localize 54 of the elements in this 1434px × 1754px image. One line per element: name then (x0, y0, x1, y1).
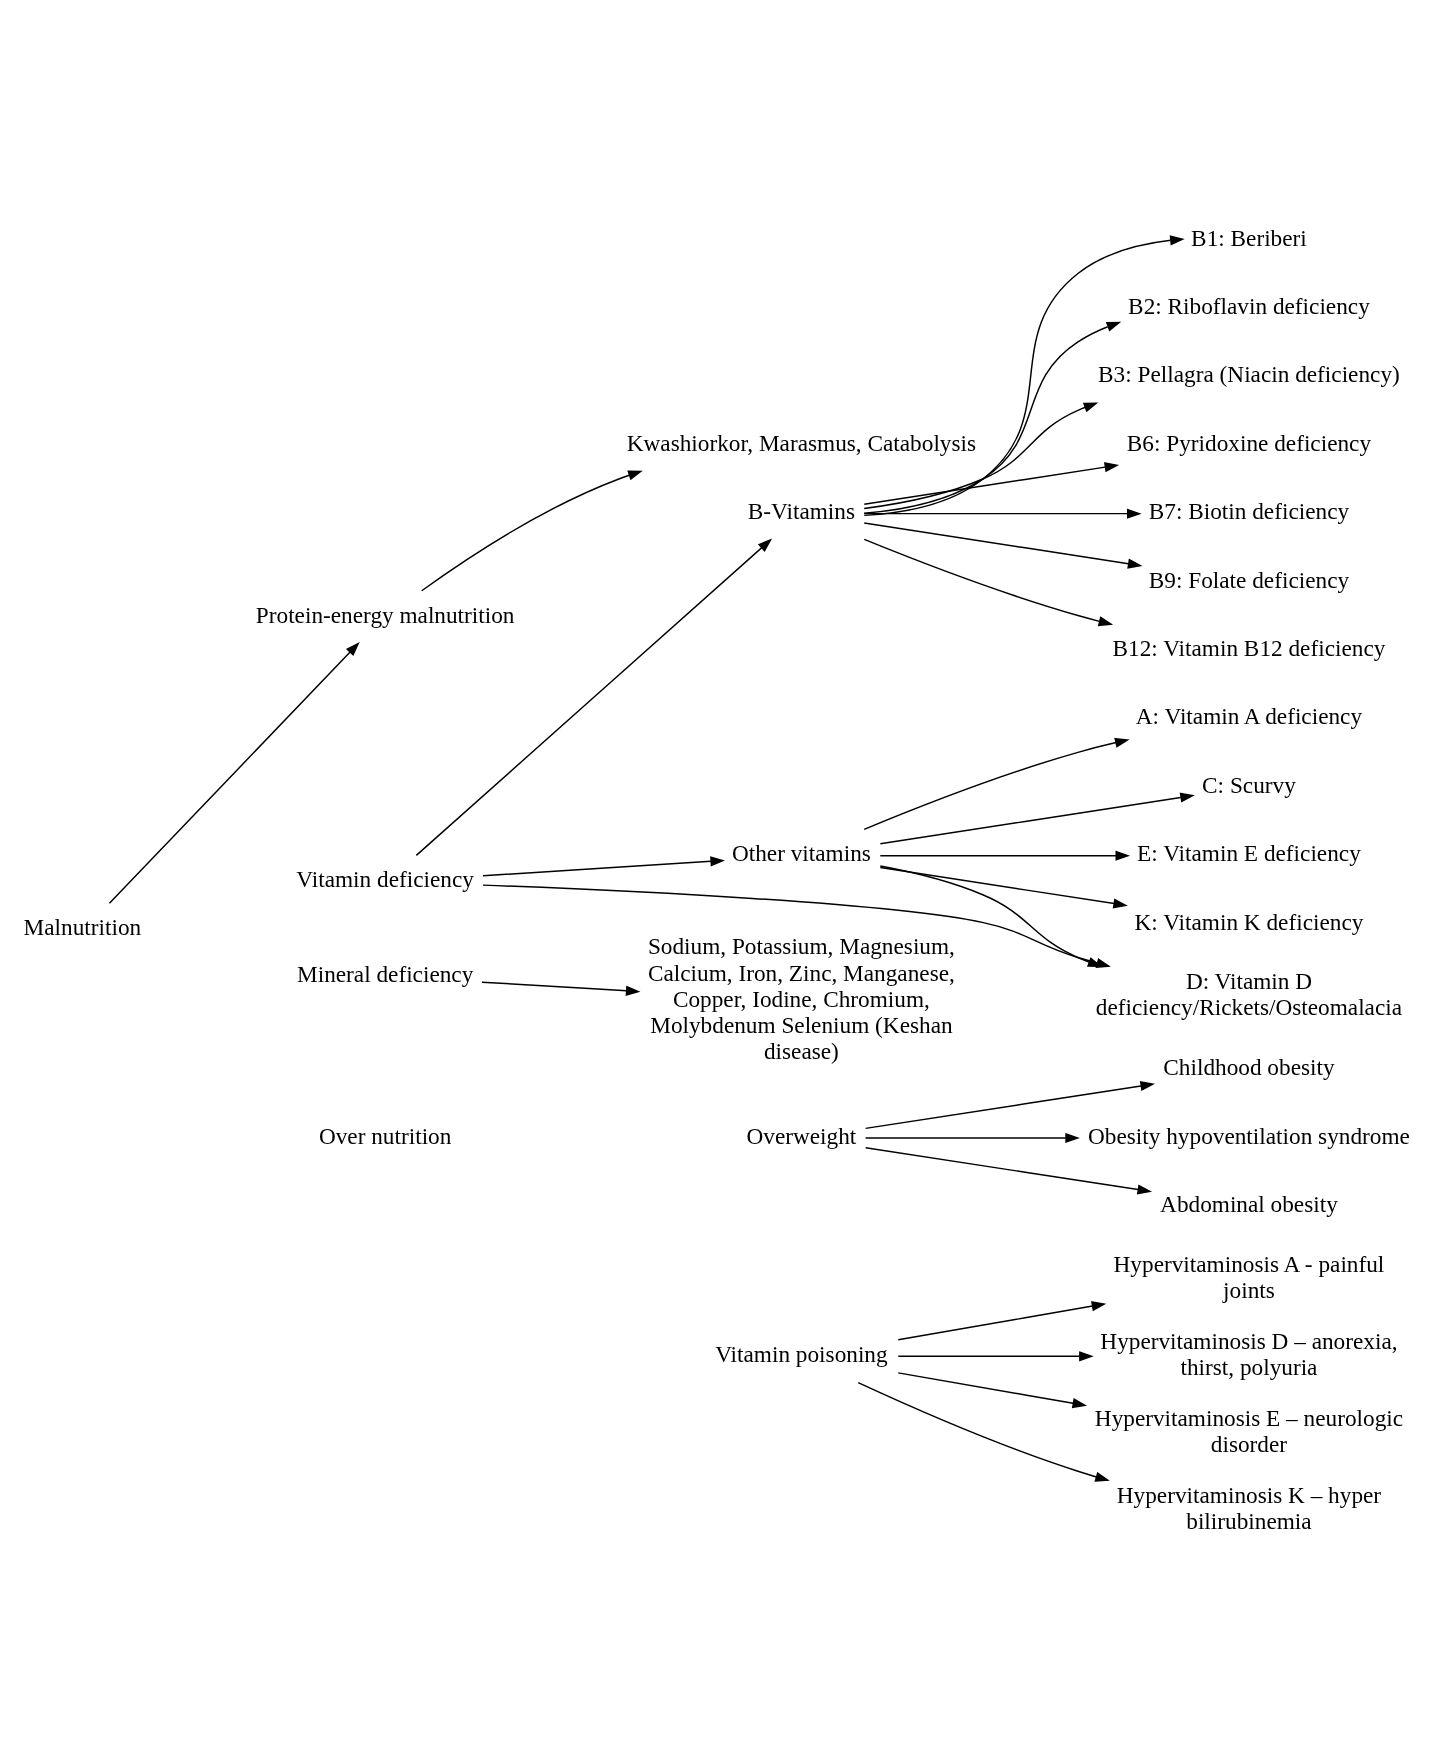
node-text: Abdominal obesity (1160, 1190, 1338, 1217)
arrow (864, 1132, 1080, 1143)
arrow (481, 980, 641, 996)
arrow (879, 850, 1131, 861)
arrow (879, 866, 1128, 908)
arrow (863, 234, 1185, 516)
arrow (863, 321, 1122, 514)
node-text: Other vitamins (731, 839, 871, 866)
node-text: E: Vitamin E deficiency (1137, 839, 1361, 866)
arrow (415, 537, 773, 856)
node-text: Sodium, Potassium, Magnesium, Calcium, Iron, Zinc, Manganese, Copper, Iodine, Chromium, Molybdenum Selenium (Keshan disease) (647, 932, 955, 1064)
node-text: Malnutrition (23, 913, 142, 940)
arrow (863, 538, 1114, 626)
node-text: B12: Vitamin B12 deficiency (1112, 634, 1386, 661)
node-text: B6: Pyridoxine deficiency (1126, 429, 1372, 456)
arrow (897, 1300, 1107, 1340)
node-text: Hypervitaminosis D – anorexia, thirst, polyuria (1100, 1327, 1398, 1380)
arrow (863, 401, 1099, 509)
arrow (482, 855, 725, 876)
node-text: B3: Pellagra (Niacin deficiency) (1098, 360, 1400, 387)
arrow (108, 641, 360, 904)
node-text: D: Vitamin D deficiency/Rickets/Osteomalacia (1095, 967, 1403, 1020)
node-text: Hypervitaminosis A - painful joints (1113, 1250, 1385, 1303)
node-text: Hypervitaminosis K – hyper bilirubinemia (1116, 1481, 1382, 1534)
arrow (879, 792, 1195, 844)
node-text: Overweight (746, 1122, 857, 1149)
node-text: C: Scurvy (1202, 771, 1296, 798)
arrow (863, 521, 1143, 569)
arrow (863, 737, 1130, 830)
node-text: A: Vitamin A deficiency (1135, 702, 1363, 729)
arrow (420, 470, 643, 591)
arrow (864, 1146, 1153, 1195)
arrow (863, 508, 1142, 519)
node-text: Vitamin deficiency (296, 865, 474, 892)
node-text: Obesity hypoventilation syndrome (1088, 1122, 1410, 1149)
node-text: Protein-energy malnutrition (255, 601, 515, 628)
arrow (897, 1350, 1094, 1361)
node-text: Hypervitaminosis E – neurologic disorder (1094, 1404, 1404, 1457)
node-text: K: Vitamin K deficiency (1134, 908, 1364, 935)
arrow (897, 1371, 1088, 1408)
arrow (857, 1381, 1110, 1482)
node-text: Mineral deficiency (296, 960, 474, 987)
node-text: B9: Folate deficiency (1148, 566, 1350, 593)
node-text: Over nutrition (318, 1122, 452, 1149)
arrow (864, 1080, 1155, 1129)
node-text: B-Vitamins (747, 497, 855, 524)
node-text: B1: Beriberi (1191, 224, 1307, 251)
node-text: B7: Biotin deficiency (1148, 497, 1350, 524)
arrow (863, 461, 1120, 505)
node-text: B2: Riboflavin deficiency (1128, 292, 1370, 319)
node-text: Childhood obesity (1163, 1053, 1335, 1080)
node-text: Kwashiorkor, Marasmus, Catabolysis (626, 429, 977, 456)
arrow (879, 864, 1103, 967)
node-text: Vitamin poisoning (715, 1340, 888, 1367)
